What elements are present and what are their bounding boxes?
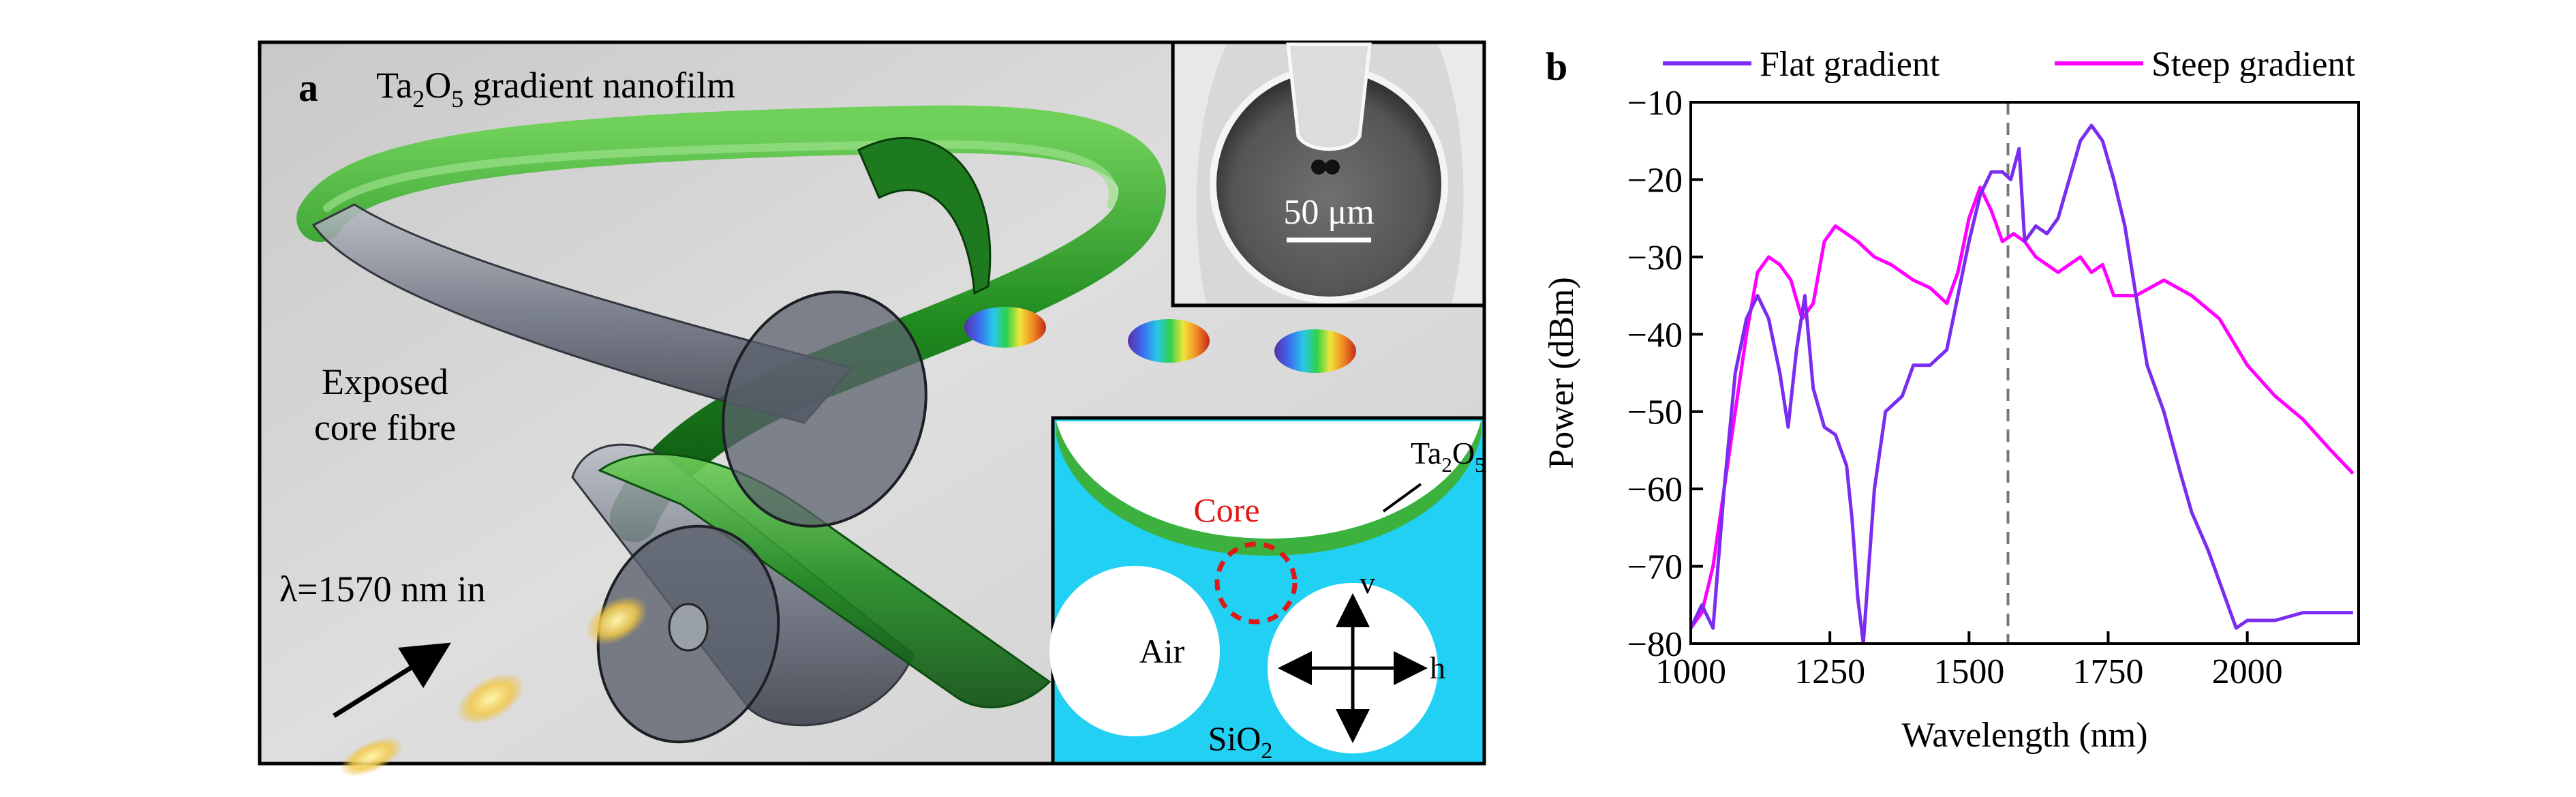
rainbow-pulse-3 — [1274, 329, 1356, 373]
inset-ta2o5-label: Ta2O5 — [1411, 436, 1486, 477]
fibre-cut-face-upper — [722, 290, 927, 528]
input-pulse-2 — [457, 673, 525, 725]
core-hole-lower — [668, 603, 709, 652]
green-loop-highlight — [323, 140, 1118, 212]
air-hole-left — [1049, 566, 1220, 736]
y-tick-label-2: −30 — [1627, 239, 1683, 277]
input-pulse-1 — [585, 595, 648, 646]
y-tick-label-7: −80 — [1627, 625, 1683, 664]
sio2-label: SiO2 — [1208, 719, 1273, 764]
y-tick-label-5: −60 — [1627, 470, 1683, 509]
core-marker — [1214, 541, 1298, 625]
y-tick-label-1: −20 — [1627, 161, 1683, 200]
sem-hole-left — [1311, 160, 1326, 175]
y-tick-label-0: −10 — [1627, 84, 1683, 123]
x-tick-label-2: 1500 — [1933, 652, 2004, 691]
cross-section-inset: Ta2O5 Core Air SiO2 v h — [1049, 416, 1486, 766]
nanofilm-title: Ta2O5 gradient nanofilm — [376, 65, 735, 112]
y-tick-label-4: −50 — [1627, 393, 1683, 432]
wavelength-input-label: λ=1570 nm in — [279, 569, 486, 610]
exposed-core-label-line2: core fibre — [314, 407, 456, 448]
ta2o5-pointer — [1382, 483, 1422, 513]
y-tick-label-6: −70 — [1627, 548, 1683, 587]
input-pulse-3 — [339, 736, 403, 777]
v-label: v — [1360, 565, 1375, 600]
panel-b-letter: b — [1546, 44, 1567, 89]
panel-a: a Ta2O5 gradient nanofilm Exposed core f… — [258, 40, 1486, 777]
green-half-cylinder — [857, 136, 992, 295]
x-tick-label-3: 1750 — [2073, 652, 2144, 691]
sem-hole-right — [1325, 160, 1340, 175]
series-line-flat — [1691, 123, 2353, 644]
chart-axes: 1000 1250 1500 1750 2000 −10 −20 −30 −40 −50 −60 −7… — [1627, 84, 2283, 691]
air-label: Air — [1139, 632, 1185, 670]
sem-scale-label: 50 μm — [1283, 193, 1374, 232]
rainbow-pulse-1 — [964, 307, 1046, 348]
legend-label-flat: Flat gradient — [1760, 45, 1940, 84]
legend-label-steep: Steep gradient — [2151, 45, 2355, 84]
input-arrow — [333, 642, 451, 718]
rainbow-pulse-2 — [1128, 319, 1210, 363]
h-label: h — [1430, 650, 1445, 685]
core-label: Core — [1193, 491, 1259, 529]
y-tick-label-3: −40 — [1627, 316, 1683, 355]
x-axis-label: Wavelength (nm) — [1901, 716, 2147, 755]
fibre-illustration — [296, 105, 1166, 744]
sem-cutout — [1286, 42, 1372, 151]
sem-inset: 50 μm — [1171, 40, 1486, 307]
series-line-steep — [1691, 185, 2355, 629]
panel-a-letter: a — [298, 65, 318, 110]
x-tick-label-1: 1250 — [1794, 652, 1865, 691]
plot-frame — [1689, 101, 2360, 645]
ta2o5-film — [1056, 421, 1481, 556]
legend: Flat gradient Steep gradient — [1663, 45, 2355, 84]
exposed-core-label-line1: Exposed — [322, 361, 448, 402]
x-tick-label-0: 1000 — [1655, 652, 1726, 691]
plot-area — [1691, 102, 2355, 644]
x-tick-label-4: 2000 — [2212, 652, 2283, 691]
top-air-region — [1056, 421, 1481, 539]
y-axis-label: Power (dBm) — [1542, 277, 1581, 469]
